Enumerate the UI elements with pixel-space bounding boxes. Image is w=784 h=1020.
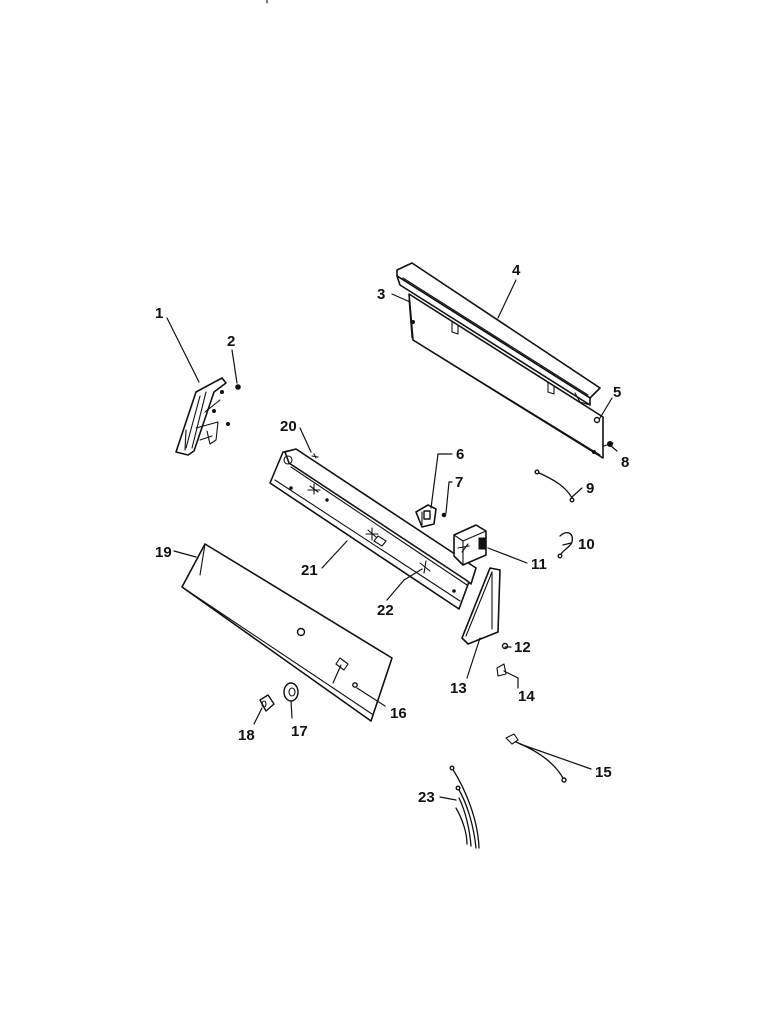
part-13-right-bracket (461, 567, 501, 645)
callout-19: 19 (155, 544, 172, 561)
callout-8: 8 (621, 454, 629, 471)
part-3-backguard-panel (408, 293, 604, 459)
callout-22: 22 (377, 602, 394, 619)
part-6-switch (415, 504, 437, 528)
part-12-screw (501, 642, 509, 650)
callout-23: 23 (418, 789, 435, 806)
part-7-screw (441, 512, 447, 518)
callout-1: 1 (155, 305, 163, 322)
part-20-clip (311, 453, 319, 459)
part-15-wire (505, 733, 567, 783)
part-21-control-panel (269, 448, 477, 610)
callout-10: 10 (578, 536, 595, 553)
callout-21: 21 (301, 562, 318, 579)
part-8-screw (603, 441, 614, 447)
callout-14: 14 (518, 688, 535, 705)
callout-9: 9 (586, 480, 594, 497)
callout-16: 16 (390, 705, 407, 722)
callout-13: 13 (450, 680, 467, 697)
callout-2: 2 (227, 333, 235, 350)
part-10-wire-clip (557, 531, 573, 559)
part-4-top-trim (396, 262, 601, 406)
part-16-screw (352, 682, 358, 688)
part-5-screw (593, 416, 601, 424)
callout-17: 17 (291, 723, 308, 740)
callout-11: 11 (531, 556, 547, 573)
part-2-screw (235, 384, 241, 390)
part-23-wire-harness (449, 765, 480, 849)
callout-15: 15 (595, 764, 612, 781)
callout-6: 6 (456, 446, 464, 463)
callout-7: 7 (455, 474, 463, 491)
callout-12: 12 (514, 639, 531, 656)
callout-3: 3 (377, 286, 385, 303)
callout-4: 4 (512, 262, 521, 279)
part-9-wire (534, 469, 575, 503)
part-19-front-panel (181, 543, 393, 722)
part-18-knob (259, 694, 275, 712)
part-11-timer (453, 524, 487, 566)
leader-lines (166, 279, 618, 801)
callout-18: 18 (238, 727, 255, 744)
callout-labels: 1 2 3 4 5 6 7 8 9 10 11 12 13 14 15 16 1… (155, 262, 629, 806)
callout-20: 20 (280, 418, 297, 435)
part-14-clip (496, 663, 507, 677)
part-1-left-bracket (175, 377, 230, 456)
part-17-dial (283, 682, 299, 702)
callout-5: 5 (613, 384, 621, 401)
